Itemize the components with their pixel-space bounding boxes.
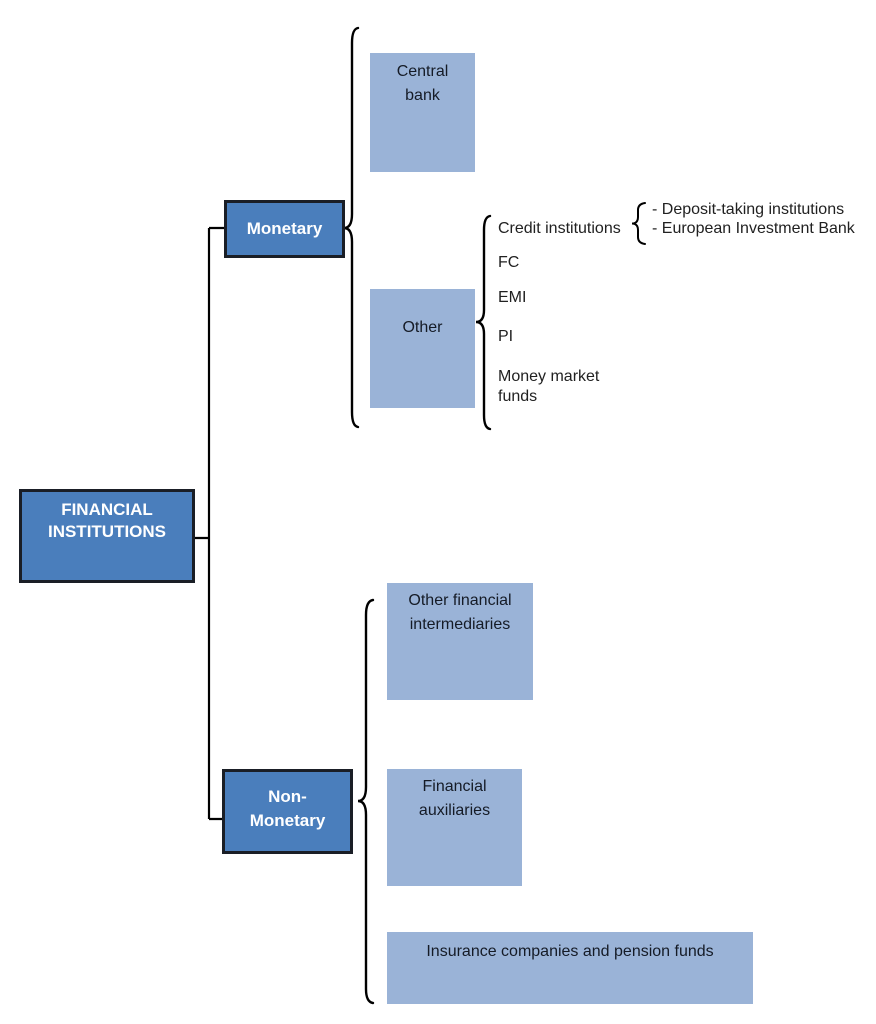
node-other-financial-intermediaries: Other financial intermediaries (387, 583, 533, 700)
non-monetary-brace (357, 598, 375, 1005)
node-pi: PI (498, 328, 514, 345)
node-insurance-companies-pension-funds: Insurance companies and pension funds (387, 932, 753, 1004)
node-financial-institutions: FINANCIAL INSTITUTIONS (19, 489, 195, 583)
node-emi: EMI (498, 289, 527, 306)
tree-connector-lines (195, 226, 224, 821)
credit-institution-types-list: - Deposit-taking institutions - European… (652, 200, 855, 238)
node-credit-institutions: Credit institutions (498, 220, 621, 237)
node-fc: FC (498, 254, 520, 271)
list-item-deposit-taking-institutions: - Deposit-taking institutions (652, 201, 845, 218)
monetary-brace (343, 26, 360, 429)
credit-institutions-brace (631, 202, 646, 245)
node-financial-auxiliaries: Financial auxiliaries (387, 769, 522, 886)
other-brace (475, 214, 492, 431)
node-monetary: Monetary (224, 200, 345, 258)
node-central-bank: Central bank (370, 53, 475, 172)
node-other: Other (370, 289, 475, 408)
list-item-european-investment-bank: - European Investment Bank (652, 220, 855, 237)
node-money-market-funds: Money market funds (498, 368, 600, 405)
node-non-monetary: Non- Monetary (222, 769, 353, 854)
